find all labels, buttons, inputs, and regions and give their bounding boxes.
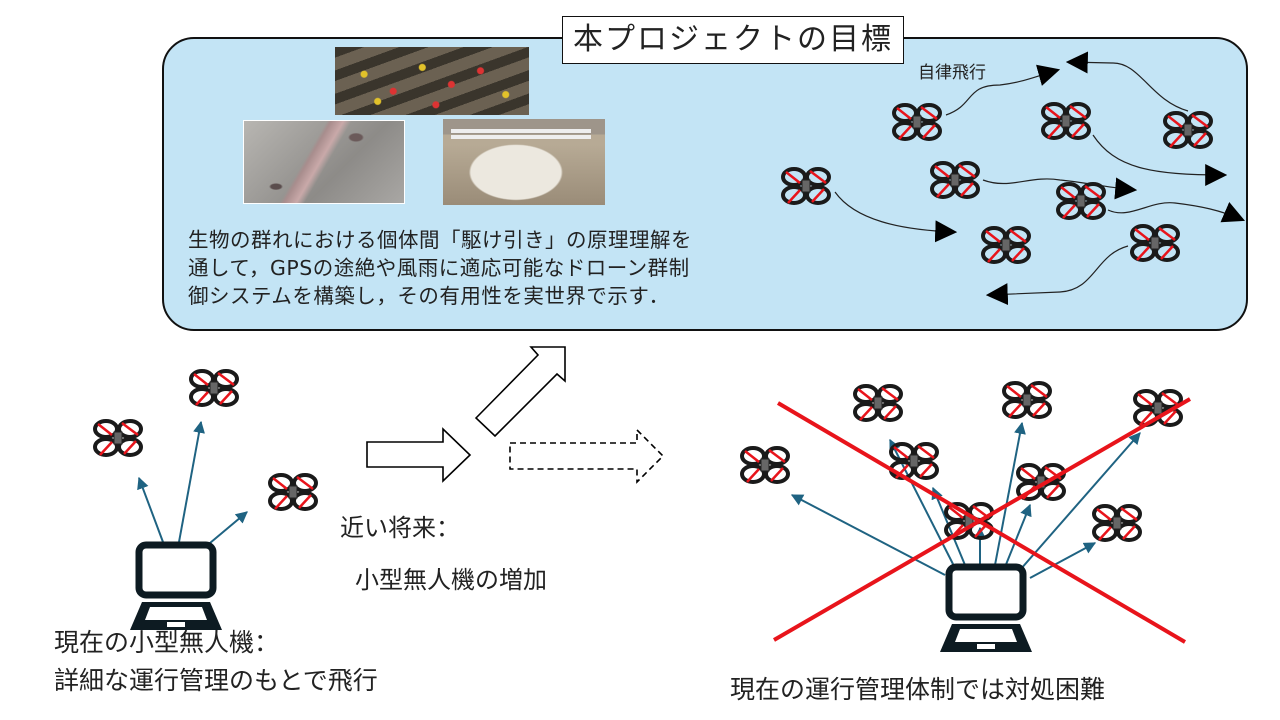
drone-icon	[981, 226, 1031, 264]
goal-description: 生物の群れにおける個体間「駆け引き」の原理理解を 通して，GPSの途絶や風雨に適…	[188, 228, 692, 308]
difficulty-label: 現在の運行管理体制では対処困難	[730, 675, 1106, 704]
drone-icon	[1002, 381, 1052, 419]
drone-icon	[740, 446, 790, 484]
flight-path	[1107, 202, 1246, 223]
drone-icon	[1041, 102, 1091, 140]
current-operation	[93, 369, 318, 630]
drone-icon	[1130, 224, 1180, 262]
cross-line	[776, 401, 1187, 644]
flight-path	[834, 191, 958, 243]
bat-swarm-photo	[243, 120, 405, 204]
autonomous-flight-label: 自律飛行	[918, 63, 986, 83]
drone-icon	[268, 473, 318, 511]
drone-icon	[853, 384, 903, 422]
crowded-operation	[740, 381, 1192, 652]
autonomous-flight-paths	[834, 51, 1246, 306]
drone-icon	[93, 419, 143, 457]
near-future-label: 近い将来：	[340, 514, 460, 542]
drone-icon	[1092, 504, 1142, 542]
goal-title: 本プロジェクトの目標	[562, 16, 904, 64]
laptop-icon	[940, 567, 1032, 652]
cross-line	[772, 397, 1192, 642]
drone-icon	[189, 369, 239, 407]
drone-icon	[892, 103, 942, 141]
crowd-aerial-photo	[335, 47, 529, 115]
difficulty-arrow	[509, 428, 665, 484]
laptop-icon	[130, 545, 222, 630]
drone-icon	[930, 161, 980, 199]
flight-path	[982, 177, 1138, 200]
flight-path	[945, 64, 1061, 116]
near-future-arrow	[366, 427, 472, 483]
to-goal-arrow	[474, 346, 566, 438]
current-drones-label: 現在の小型無人機： 詳細な運行管理のもとで飛行	[54, 628, 378, 695]
drone-icon	[781, 167, 831, 205]
drone-increase-label: 小型無人機の増加	[355, 566, 547, 594]
drone-icon	[1163, 111, 1213, 149]
drone-icon	[1056, 182, 1106, 220]
sheep-herd-photo	[443, 119, 605, 205]
flight-path	[1092, 134, 1228, 186]
flight-path	[985, 245, 1129, 306]
flight-path	[1065, 51, 1189, 112]
drone-icon	[944, 502, 994, 540]
